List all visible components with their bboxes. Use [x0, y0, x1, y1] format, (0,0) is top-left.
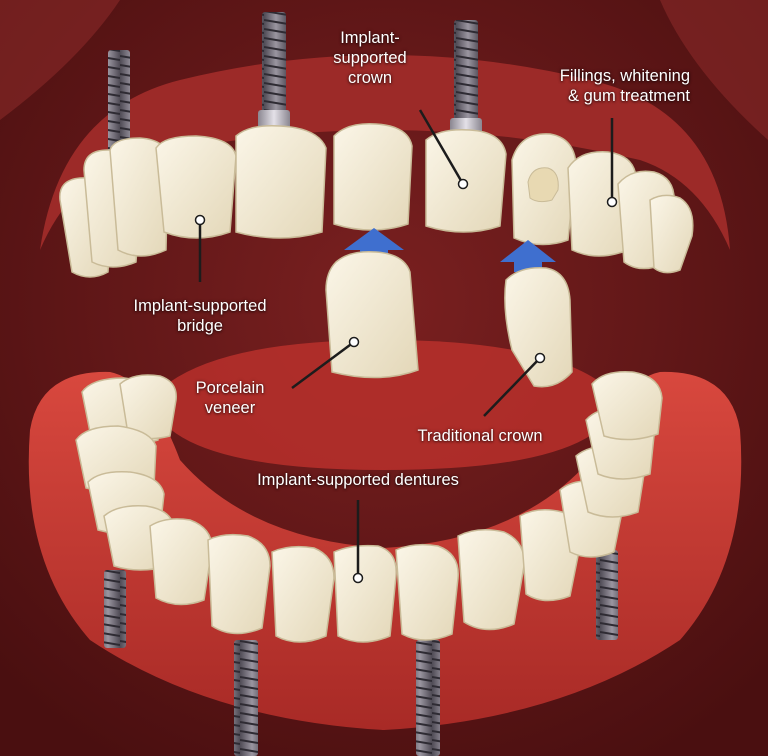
upper-lip-right [660, 0, 768, 140]
veneer-leader [291, 340, 355, 390]
label-line: bridge [177, 317, 223, 335]
label-line: Fillings, whitening [559, 67, 690, 85]
porcelain-veneer-tooth [325, 250, 419, 379]
lower-implant-post-4 [596, 550, 618, 640]
label-line: Traditional crown [417, 427, 543, 445]
upper-gum [40, 55, 730, 250]
dentures-dot [352, 572, 364, 584]
label-line: Implant- [340, 29, 400, 47]
traditional-crown-leader [483, 357, 541, 417]
label-line: Implant-supported dentures [257, 471, 459, 489]
label-line: crown [347, 69, 392, 87]
bridge-dot [194, 214, 206, 226]
label-implant-supported-dentures: Implant-supported dentures [224, 470, 492, 490]
upper-right-teeth [511, 133, 694, 274]
lower-implant-post-3 [416, 640, 440, 756]
lower-denture-teeth [75, 371, 663, 643]
label-line: & gum treatment [568, 87, 690, 105]
tongue [150, 340, 620, 470]
upper-implant-post-2 [262, 12, 286, 132]
lower-implant-post-2 [234, 640, 258, 756]
label-implant-supported-crown: Implant- supported crown [318, 28, 422, 88]
upper-lip-left [0, 0, 120, 120]
leader-dots [194, 178, 618, 584]
label-line: Implant-supported [133, 297, 267, 315]
label-line: Porcelain [195, 379, 265, 397]
leader-lines [198, 109, 614, 578]
lower-implant-post-1 [104, 570, 126, 648]
upper-center-crown [333, 123, 413, 231]
implant-crown-dot [457, 178, 469, 190]
label-traditional-crown: Traditional crown [392, 426, 568, 446]
upper-implant-post-3 [454, 20, 478, 140]
label-line: veneer [204, 399, 256, 417]
upper-bridge-teeth [59, 124, 327, 278]
label-implant-supported-bridge: Implant-supported bridge [108, 296, 292, 336]
traditional-crown-dot [534, 352, 546, 364]
fillings-dot [606, 196, 618, 208]
veneer-dot [348, 336, 360, 348]
label-fillings-whitening: Fillings, whitening & gum treatment [490, 66, 690, 106]
label-line: supported [333, 49, 407, 67]
implant-crown-leader [418, 109, 465, 185]
label-porcelain-veneer: Porcelain veneer [180, 378, 280, 418]
traditional-crown-arrow [500, 240, 556, 272]
veneer-arrow [344, 228, 404, 262]
traditional-crown-tooth [504, 267, 573, 388]
